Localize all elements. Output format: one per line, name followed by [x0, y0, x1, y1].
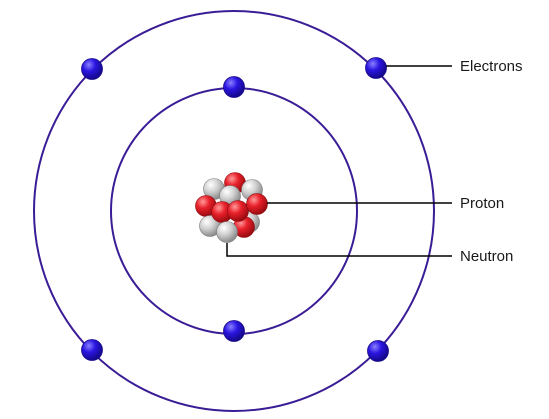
neutron-leader-line	[226, 243, 452, 257]
leader-lines	[226, 65, 452, 257]
electron	[365, 57, 387, 79]
electron	[81, 339, 103, 361]
electrons-label: Electrons	[460, 58, 523, 75]
electron	[223, 320, 245, 342]
proton-label: Proton	[460, 195, 504, 212]
electrons	[81, 57, 389, 362]
proton	[246, 193, 268, 215]
electron	[367, 340, 389, 362]
outer-orbit	[33, 10, 435, 412]
electron	[223, 76, 245, 98]
nucleus	[195, 172, 268, 243]
electron	[81, 58, 103, 80]
proton	[227, 200, 249, 222]
neutron	[216, 221, 238, 243]
neutron-label: Neutron	[460, 248, 513, 265]
